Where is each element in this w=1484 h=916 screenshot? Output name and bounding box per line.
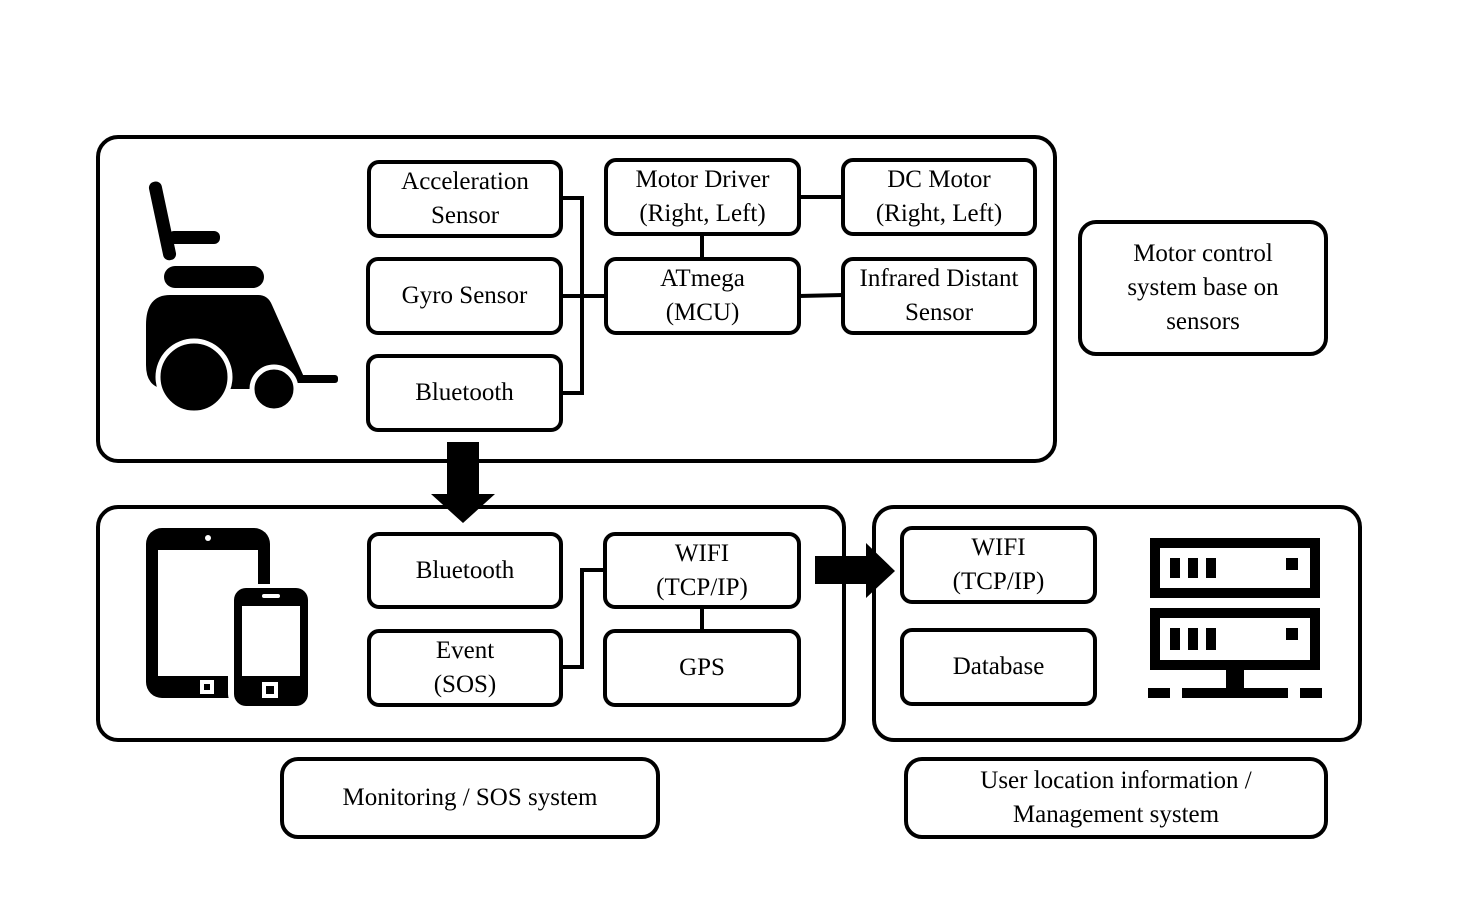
box-label: (MCU) bbox=[665, 299, 740, 326]
box-label: (TCP/IP) bbox=[656, 573, 748, 601]
box-label: WIFI bbox=[971, 534, 1026, 561]
box-label: Bluetooth bbox=[415, 379, 514, 406]
dc-motor-box: DC Motor (Right, Left) bbox=[841, 158, 1037, 236]
management-wifi-box: WIFI (TCP/IP) bbox=[900, 526, 1097, 604]
caption-line: User location information / bbox=[980, 767, 1252, 794]
wheelchair-icon bbox=[146, 181, 338, 416]
monitoring-wifi-box: WIFI (TCP/IP) bbox=[603, 532, 801, 609]
monitoring-caption: Monitoring / SOS system bbox=[280, 757, 660, 839]
box-label: WIFI bbox=[674, 539, 730, 567]
box-label: Acceleration bbox=[401, 168, 529, 195]
box-label: ATmega bbox=[660, 265, 745, 292]
bluetooth-box: Bluetooth bbox=[366, 354, 563, 432]
box-label: Sensor bbox=[430, 202, 500, 229]
event-sos-box: Event (SOS) bbox=[367, 629, 563, 707]
box-label: (SOS) bbox=[433, 671, 497, 698]
box-label: Gyro Sensor bbox=[401, 282, 528, 309]
gps-box: GPS bbox=[603, 629, 801, 707]
database-box: Database bbox=[900, 628, 1097, 706]
motor-driver-box: Motor Driver (Right, Left) bbox=[604, 158, 801, 236]
caption-line: Monitoring / SOS system bbox=[342, 784, 598, 811]
atmega-mcu-box: ATmega (MCU) bbox=[604, 257, 801, 335]
box-label: (Right, Left) bbox=[875, 200, 1003, 227]
motor-control-frame bbox=[96, 135, 1057, 463]
box-label: Bluetooth bbox=[415, 556, 515, 584]
caption-line: system base on bbox=[1127, 274, 1279, 301]
box-label: Event bbox=[435, 637, 495, 664]
management-caption: User location information / Management s… bbox=[904, 757, 1328, 839]
caption-line: Management system bbox=[1012, 801, 1220, 828]
box-label: Database bbox=[952, 653, 1045, 680]
motor-control-caption: Motor control system base on sensors bbox=[1078, 220, 1328, 356]
acceleration-sensor-box: Acceleration Sensor bbox=[367, 160, 563, 238]
box-label: (TCP/IP) bbox=[952, 568, 1045, 595]
infrared-sensor-box: Infrared Distant Sensor bbox=[841, 257, 1037, 335]
box-label: Motor Driver bbox=[635, 166, 770, 193]
box-label: (Right, Left) bbox=[639, 200, 766, 227]
caption-line: sensors bbox=[1166, 308, 1240, 335]
caption-line: Motor control bbox=[1133, 240, 1273, 267]
management-frame bbox=[872, 505, 1362, 742]
box-label: GPS bbox=[679, 654, 725, 681]
box-label: Sensor bbox=[904, 299, 974, 326]
monitoring-bluetooth-box: Bluetooth bbox=[367, 532, 563, 609]
box-label: Infrared Distant bbox=[859, 265, 1019, 292]
server-icon bbox=[1148, 538, 1322, 698]
tablet-phone-icon bbox=[146, 528, 312, 708]
box-label: DC Motor bbox=[887, 166, 991, 193]
gyro-sensor-box: Gyro Sensor bbox=[366, 257, 563, 335]
